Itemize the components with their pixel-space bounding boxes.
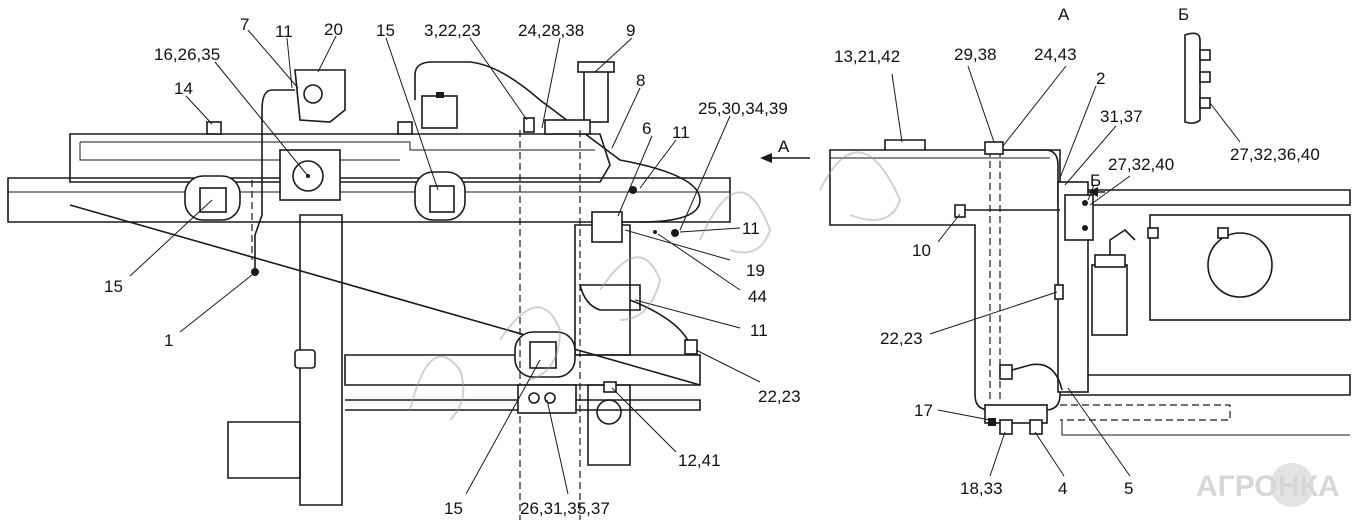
label-18-33: 18,33	[960, 479, 1003, 498]
label-8: 8	[636, 71, 645, 90]
main-view	[7, 61, 731, 520]
svg-text:АГРО: АГРО	[1196, 470, 1278, 503]
label-20: 20	[324, 20, 343, 39]
view-a	[829, 139, 1351, 436]
label-22-23: 22,23	[880, 329, 923, 348]
tank-side-view	[829, 149, 1061, 411]
fuel-filter	[583, 69, 609, 123]
label-29-38: 29,38	[954, 45, 997, 64]
label-7: 7	[240, 15, 249, 34]
label-4: 4	[1058, 479, 1067, 498]
label-15: 15	[444, 499, 463, 518]
label-24-43: 24,43	[1034, 45, 1077, 64]
label-27-32-40: 27,32,40	[1108, 155, 1174, 174]
view-b-title: Б	[1178, 5, 1189, 24]
support-post	[299, 214, 343, 506]
label-14: 14	[174, 79, 193, 98]
watermark-script	[409, 151, 902, 421]
label-16-26-35: 16,26,35	[154, 45, 220, 64]
svg-text:НКА: НКА	[1278, 470, 1340, 503]
label-5: 5	[1124, 479, 1133, 498]
view-b-arrow-label: Б	[1090, 171, 1101, 190]
agronika-logo: АГРО НКА	[1196, 463, 1340, 507]
label-2: 2	[1096, 69, 1105, 88]
label-19: 19	[746, 261, 765, 280]
label-26-31-35-37: 26,31,35,37	[520, 499, 610, 518]
label-9: 9	[626, 21, 635, 40]
label-11: 11	[672, 123, 690, 142]
view-a-title: А	[1058, 5, 1070, 24]
frame-rail	[7, 177, 731, 223]
label-11: 11	[275, 22, 293, 41]
label-17: 17	[914, 401, 933, 420]
label-10: 10	[912, 241, 931, 260]
label-24-28-38: 24,28,38	[518, 21, 584, 40]
filter-box	[421, 95, 458, 129]
label-27-32-36-40: 27,32,36,40	[1230, 145, 1320, 164]
pump	[294, 69, 346, 123]
label-22-23: 22,23	[758, 387, 801, 406]
secondary-filter	[1091, 264, 1128, 336]
label-12-41: 12,41	[678, 451, 721, 470]
label-25-30-34-39: 25,30,34,39	[698, 99, 788, 118]
label-11: 11	[750, 321, 768, 340]
label-6: 6	[642, 119, 651, 138]
label-15: 15	[376, 21, 395, 40]
fuel-tank-body	[69, 133, 611, 183]
callout-labels: 7 11 20 16,26,35 14 15 3,22,23 24,28,38 …	[104, 5, 1320, 518]
label-1: 1	[164, 331, 173, 350]
view-b	[1184, 32, 1211, 124]
valve-block	[591, 211, 623, 243]
label-13-21-42: 13,21,42	[834, 47, 900, 66]
bracket-detail	[1184, 32, 1201, 124]
label-31-37: 31,37	[1100, 107, 1143, 126]
view-a-arrow-label: А	[778, 137, 790, 156]
label-15: 15	[104, 277, 123, 296]
leader-lines	[129, 29, 1241, 495]
label-44: 44	[748, 287, 767, 306]
filler-neck	[279, 149, 341, 201]
label-3-22-23: 3,22,23	[424, 21, 481, 40]
label-11: 11	[742, 219, 760, 238]
